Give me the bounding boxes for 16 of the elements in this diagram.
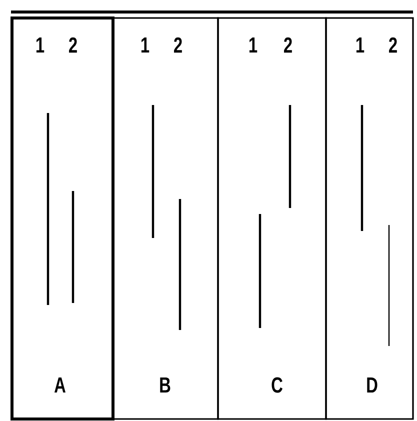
- column-number: 1: [141, 37, 150, 53]
- panel-letter: D: [367, 377, 378, 393]
- column-number: 1: [249, 37, 258, 53]
- panel: [112, 17, 219, 420]
- panel: [10, 16, 114, 420]
- column-number: 2: [389, 37, 397, 53]
- panel-letter: B: [160, 377, 170, 393]
- panel-letter: A: [54, 377, 66, 393]
- panel: [325, 17, 414, 420]
- column-number: 1: [36, 37, 44, 53]
- column-number: 2: [174, 37, 182, 53]
- panel: [217, 17, 327, 420]
- panel-letter: C: [272, 377, 282, 393]
- column-number: 1: [356, 37, 364, 53]
- column-number: 2: [284, 37, 292, 53]
- column-number: 2: [69, 37, 77, 53]
